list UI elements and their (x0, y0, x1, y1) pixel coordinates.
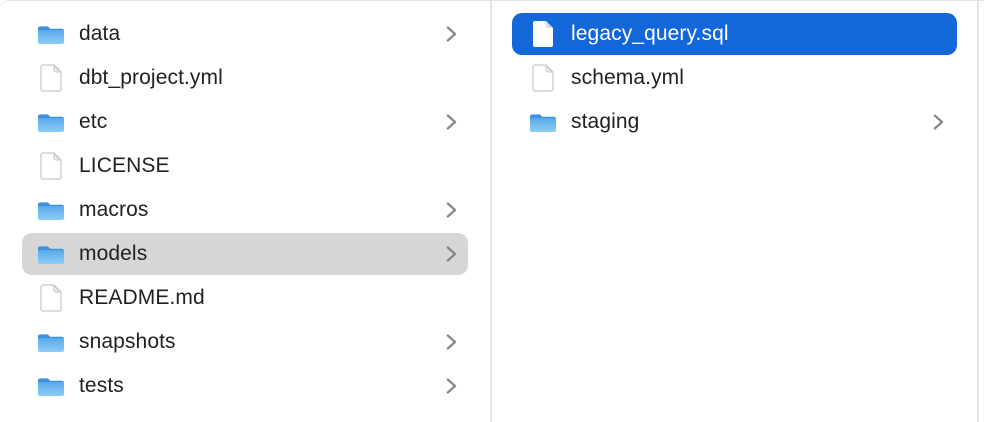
column-right: legacy_query.sql schema.yml staging (492, 1, 977, 422)
file-name: macros (79, 198, 149, 221)
file-name: models (79, 242, 148, 265)
file-name: README.md (79, 286, 205, 309)
file-row-schema-yml[interactable]: schema.yml (492, 56, 977, 100)
file-row-tests[interactable]: tests (0, 364, 490, 408)
file-name: schema.yml (571, 66, 685, 89)
chevron-right-icon (446, 333, 457, 351)
selection-highlight-active (512, 13, 957, 55)
file-name: staging (571, 110, 640, 133)
folder-icon (36, 18, 66, 50)
file-row-data[interactable]: data (0, 12, 490, 56)
folder-icon (36, 326, 66, 358)
file-name: LICENSE (79, 154, 170, 177)
file-row-legacy-query-sql[interactable]: legacy_query.sql (492, 12, 977, 56)
chevron-right-icon (446, 377, 457, 395)
file-name: snapshots (79, 330, 176, 353)
chevron-right-icon (446, 25, 457, 43)
document-icon (528, 18, 558, 50)
chevron-right-icon (933, 113, 944, 131)
file-row-etc[interactable]: etc (0, 100, 490, 144)
document-icon (36, 282, 66, 314)
file-row-dbt-project-yml[interactable]: dbt_project.yml (0, 56, 490, 100)
file-row-macros[interactable]: macros (0, 188, 490, 232)
folder-icon (36, 106, 66, 138)
file-name: data (79, 22, 121, 45)
column-divider[interactable] (490, 1, 492, 422)
file-row-models[interactable]: models (0, 232, 490, 276)
document-icon (36, 62, 66, 94)
chevron-right-icon (446, 201, 457, 219)
selection-highlight-inactive (22, 233, 468, 275)
file-name: dbt_project.yml (79, 66, 223, 89)
folder-icon (36, 370, 66, 402)
file-row-readme-md[interactable]: README.md (0, 276, 490, 320)
column-divider-right[interactable] (977, 1, 979, 422)
file-name: etc (79, 110, 108, 133)
folder-icon (528, 106, 558, 138)
document-icon (528, 62, 558, 94)
chevron-right-icon (446, 113, 457, 131)
file-name: tests (79, 374, 124, 397)
file-row-license[interactable]: LICENSE (0, 144, 490, 188)
chevron-right-icon (446, 245, 457, 263)
file-row-staging[interactable]: staging (492, 100, 977, 144)
folder-icon (36, 194, 66, 226)
file-row-snapshots[interactable]: snapshots (0, 320, 490, 364)
file-name: legacy_query.sql (571, 22, 729, 45)
document-icon (36, 150, 66, 182)
folder-icon (36, 238, 66, 270)
